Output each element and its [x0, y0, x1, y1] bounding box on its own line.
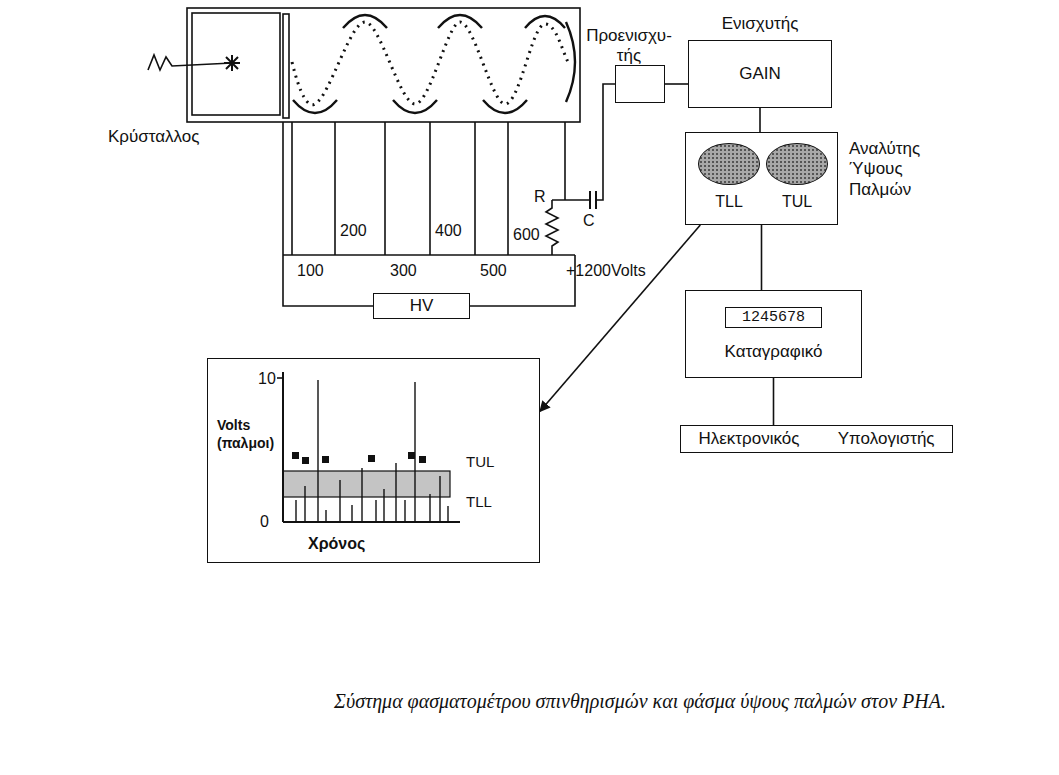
part-label: Κρύσταλλος: [108, 128, 200, 147]
anode-wire: [552, 199, 590, 201]
node-label: Ηλεκτρονικός Υπολογιστής: [688, 429, 944, 449]
pulse-line: [404, 500, 405, 522]
dynode: [343, 15, 387, 28]
anode-lead: [564, 122, 566, 200]
node-text: TLL: [466, 493, 492, 510]
voltage-label: 300: [390, 262, 417, 280]
x-axis: [283, 521, 460, 523]
pulse-line: [383, 489, 384, 522]
spectrum-panel: 10Volts (παλμοι) 0Χρόνος TUL TLL: [207, 358, 540, 563]
node-label: TLL: [698, 193, 760, 211]
window-band: [283, 471, 450, 497]
node-text: 0: [260, 513, 269, 531]
pulse-mark: [292, 452, 299, 459]
dynode-lead: [474, 122, 476, 255]
node-label: Προενισχυ- τής: [583, 26, 675, 65]
node-text: Χρόνος: [308, 535, 365, 553]
pulse-line: [375, 500, 376, 522]
hv-wire: [283, 122, 373, 306]
recorder-box: 1245678Καταγραφικό: [685, 290, 862, 378]
hv-wire: [470, 255, 575, 306]
capacitor-symbol: [589, 191, 591, 209]
node-text: GAIN: [739, 64, 781, 84]
dynode: [393, 100, 437, 113]
oval-shape: [698, 143, 760, 185]
pulse-line: [325, 510, 326, 522]
pulse-mark: [368, 455, 375, 462]
pulse-line: [304, 486, 305, 522]
analyzer-box: Αναλύτης Ύψους ΠαλμώνTLLTUL: [685, 132, 838, 225]
dynode-lead: [429, 122, 431, 255]
axis-tick: [277, 377, 283, 379]
hv-box: HV: [373, 293, 470, 319]
divider-line: [283, 254, 575, 256]
node-label: HV: [410, 296, 434, 316]
dynode-lead: [291, 122, 293, 255]
y-axis: [282, 372, 284, 522]
voltage-label: 600: [513, 226, 540, 244]
connector: [773, 378, 775, 425]
threshold-oval: TLL: [698, 143, 760, 219]
pulse-line: [447, 506, 448, 522]
pulse-mark: [302, 457, 309, 464]
pulse-line: [361, 468, 362, 522]
connector: [540, 225, 700, 411]
figure-caption: Σύστημα φασματομέτρου σπινθηρισμών και φ…: [300, 688, 980, 714]
dynode-lead: [334, 122, 336, 255]
preamp-box: Προενισχυ- τής: [615, 65, 665, 103]
connector: [761, 225, 763, 290]
pulse-line: [439, 476, 440, 522]
scintillation-flash: [224, 55, 240, 71]
node-label: Ενισχυτής: [689, 14, 831, 34]
node-text: TUL: [466, 453, 494, 470]
oval-shape: [766, 143, 828, 185]
voltage-label: 100: [297, 262, 324, 280]
voltage-label: 500: [480, 262, 507, 280]
pulse-lines: [296, 380, 448, 522]
photocathode: [283, 14, 289, 118]
pulse-line: [339, 480, 340, 522]
threshold-oval: TUL: [766, 143, 828, 219]
node-label: 1245678: [725, 307, 822, 328]
voltage-label: +1200Volts: [566, 262, 646, 280]
dynode: [525, 16, 565, 28]
dynode-lead: [507, 122, 509, 255]
resistor-symbol: [546, 200, 558, 255]
anode: [566, 22, 575, 102]
pulse-line: [317, 380, 318, 522]
pmt-housing: [187, 8, 580, 122]
dynode-lead: [384, 122, 386, 255]
computer-box: Ηλεκτρονικός Υπολογιστής: [680, 425, 953, 453]
connector: [665, 83, 688, 85]
component-label: C: [583, 212, 595, 230]
pulse-line: [351, 505, 352, 522]
pulse-line: [429, 494, 430, 522]
amplifier-box: ΕνισχυτήςGAIN: [688, 40, 832, 108]
pulse-mark: [322, 456, 329, 463]
electron-path: [292, 22, 568, 105]
pulse-line: [295, 500, 296, 522]
voltage-label: 400: [435, 222, 462, 240]
pulse-mark: [419, 456, 426, 463]
node-label: 10: [258, 370, 276, 388]
node-text: Καταγραφικό: [725, 342, 823, 362]
dynode: [293, 100, 337, 113]
node-label: TUL: [766, 193, 828, 211]
pulse-mark: [408, 452, 415, 459]
node-text: Volts (παλμοι): [217, 417, 279, 452]
pulse-line: [395, 463, 396, 522]
voltage-label: 200: [340, 222, 367, 240]
dynode: [483, 100, 527, 113]
component-label: R: [534, 188, 546, 206]
gamma-ray: [148, 55, 232, 70]
connector: [759, 108, 761, 132]
pulse-marks: [292, 452, 426, 464]
node-label: Αναλύτης Ύψους Παλμών: [849, 139, 935, 200]
signal-wire: [596, 84, 615, 200]
